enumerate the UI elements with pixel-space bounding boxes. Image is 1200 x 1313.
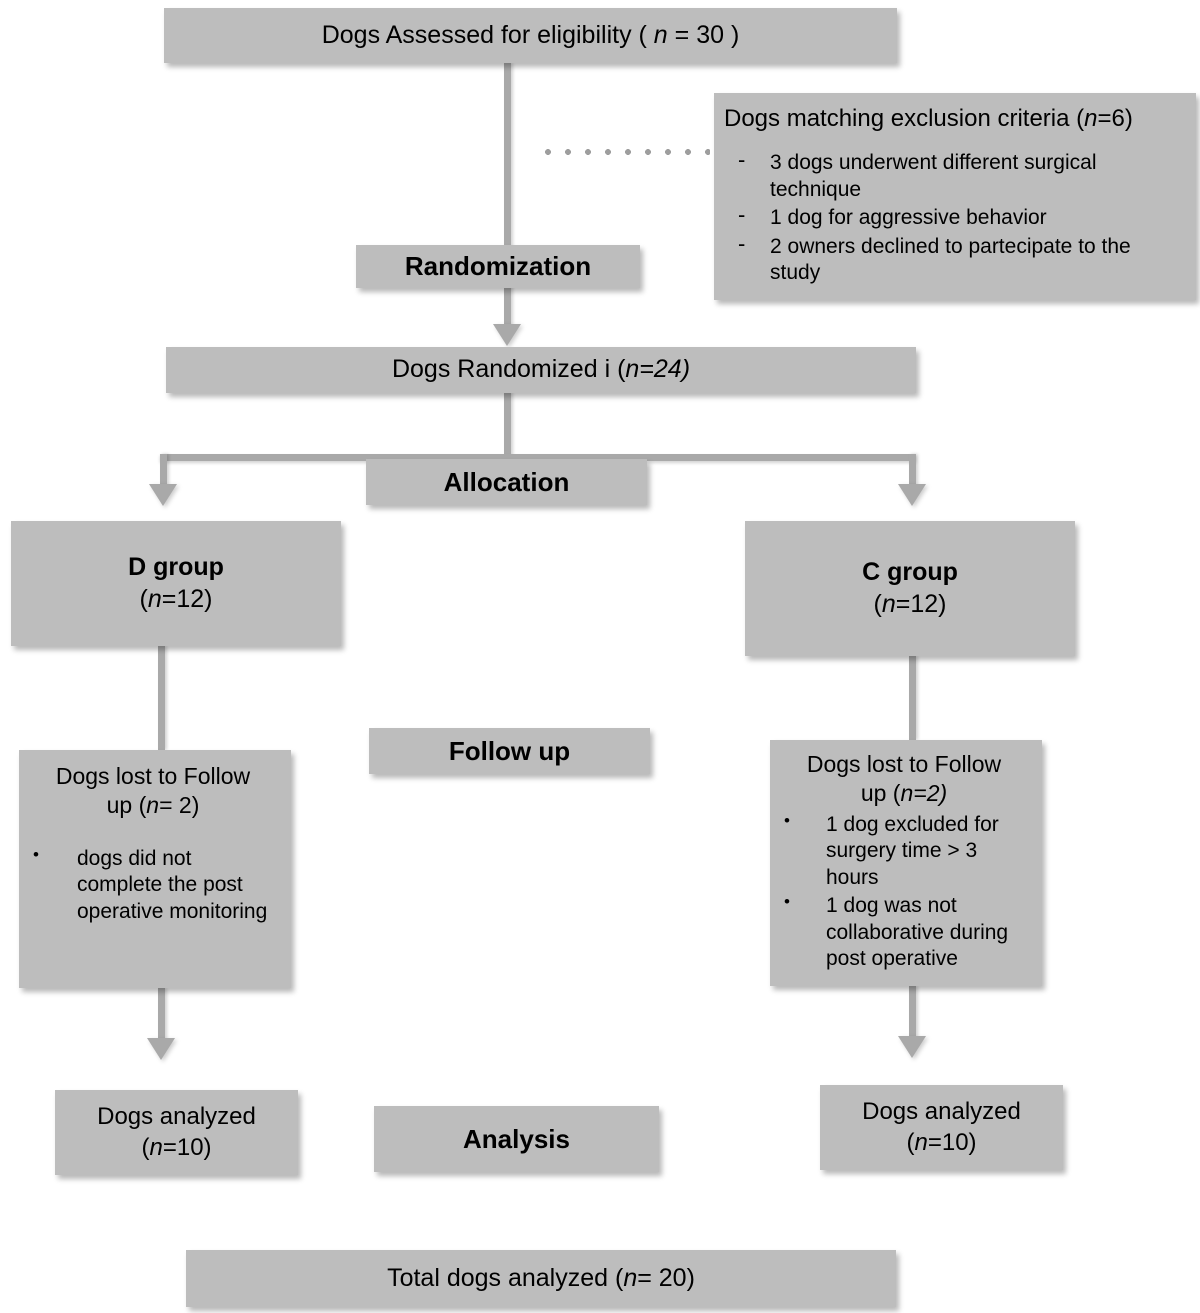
connector-enrollment-to-randomization [504, 63, 511, 251]
node-analyzed-left[interactable]: Dogs analyzed (n=10) [55, 1090, 298, 1175]
lost-left-item: dogs did not complete the post operative… [25, 844, 281, 925]
group-c-title: C group [862, 558, 958, 586]
exclusion-heading: Dogs matching exclusion criteria (n=6) [724, 105, 1133, 133]
exclusion-item: 3 dogs underwent different surgical tech… [724, 146, 1184, 203]
arrowhead-to-analyzed-right [898, 1036, 926, 1058]
node-total-analyzed[interactable]: Total dogs analyzed (n= 20) [186, 1250, 896, 1307]
dogs-randomized-label: Dogs Randomized i (n=24) [391, 355, 691, 384]
stage-followup-label: Follow up [448, 735, 571, 766]
stage-allocation[interactable]: Allocation [366, 459, 647, 505]
exclusion-item: 2 owners declined to partecipate to the … [724, 230, 1184, 287]
connector-group-c-to-lost-right [909, 656, 916, 740]
connector-lost-right-to-analyzed-right [909, 986, 916, 1042]
node-analyzed-right[interactable]: Dogs analyzed (n=10) [820, 1085, 1063, 1170]
exclusion-item: 1 dog for aggressive behavior [724, 201, 1184, 231]
stage-analysis[interactable]: Analysis [374, 1106, 659, 1172]
stage-randomization[interactable]: Randomization [356, 245, 640, 288]
enrollment-label: Dogs Assessed for eligibility ( n = 30 ) [321, 20, 740, 49]
stage-followup[interactable]: Follow up [369, 728, 650, 774]
exclusion-list: 3 dogs underwent different surgical tech… [724, 146, 1184, 288]
lost-left-list: dogs did not complete the post operative… [25, 844, 281, 927]
node-lost-followup-left[interactable]: Dogs lost to Follow up (n= 2) dogs did n… [19, 750, 291, 988]
analyzed-right-title: Dogs analyzed [862, 1098, 1021, 1126]
connector-randomized-down [504, 392, 511, 458]
connector-allocation-left-down [160, 454, 167, 488]
node-group-d[interactable]: D group (n=12) [11, 521, 341, 646]
connector-group-d-to-lost-left [158, 646, 165, 750]
lost-right-item: 1 dog excluded for surgery time > 3 hour… [776, 810, 1032, 891]
group-d-count: (n=12) [139, 584, 213, 613]
node-dogs-randomized[interactable]: Dogs Randomized i (n=24) [166, 347, 916, 393]
analyzed-left-title: Dogs analyzed [97, 1103, 256, 1131]
connector-lost-left-to-analyzed-left [158, 988, 165, 1044]
stage-allocation-label: Allocation [443, 466, 570, 497]
arrowhead-to-randomized [493, 324, 521, 346]
node-group-c[interactable]: C group (n=12) [745, 521, 1075, 656]
total-analyzed-label: Total dogs analyzed (n= 20) [387, 1263, 695, 1292]
connector-randomization-to-randomized [504, 281, 511, 329]
node-exclusion-criteria[interactable]: Dogs matching exclusion criteria (n=6) 3… [714, 93, 1196, 300]
analyzed-left-count: (n=10) [141, 1133, 212, 1161]
node-lost-followup-right[interactable]: Dogs lost to Follow up (n=2) 1 dog exclu… [770, 740, 1042, 986]
group-c-count: (n=12) [873, 589, 947, 618]
stage-randomization-label: Randomization [404, 251, 592, 282]
analyzed-right-count: (n=10) [906, 1128, 977, 1156]
arrowhead-to-group-d [149, 484, 177, 506]
arrowhead-to-group-c [898, 484, 926, 506]
arrowhead-to-analyzed-left [147, 1038, 175, 1060]
lost-right-heading: Dogs lost to Follow up (n=2) [806, 751, 1002, 806]
connector-dotted-to-exclusion [538, 149, 710, 155]
group-d-title: D group [128, 553, 224, 581]
connector-allocation-horizontal [160, 454, 916, 461]
stage-analysis-label: Analysis [463, 1123, 570, 1154]
lost-right-list: 1 dog excluded for surgery time > 3 hour… [776, 810, 1032, 975]
lost-right-item: 1 dog was not collaborative during post … [776, 891, 1032, 972]
lost-left-heading: Dogs lost to Follow up (n= 2) [55, 763, 251, 818]
connector-allocation-right-down [909, 454, 916, 488]
node-enrollment[interactable]: Dogs Assessed for eligibility ( n = 30 ) [164, 8, 897, 63]
